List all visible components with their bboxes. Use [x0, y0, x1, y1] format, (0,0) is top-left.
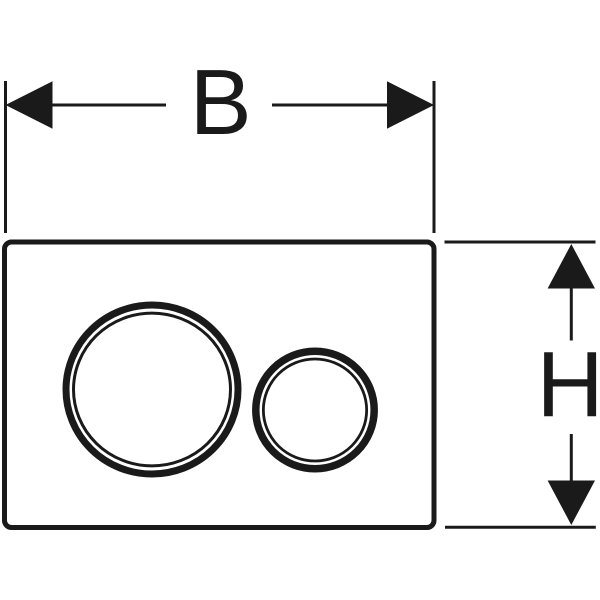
svg-text:H: H	[537, 332, 600, 436]
svg-text:B: B	[190, 50, 252, 154]
